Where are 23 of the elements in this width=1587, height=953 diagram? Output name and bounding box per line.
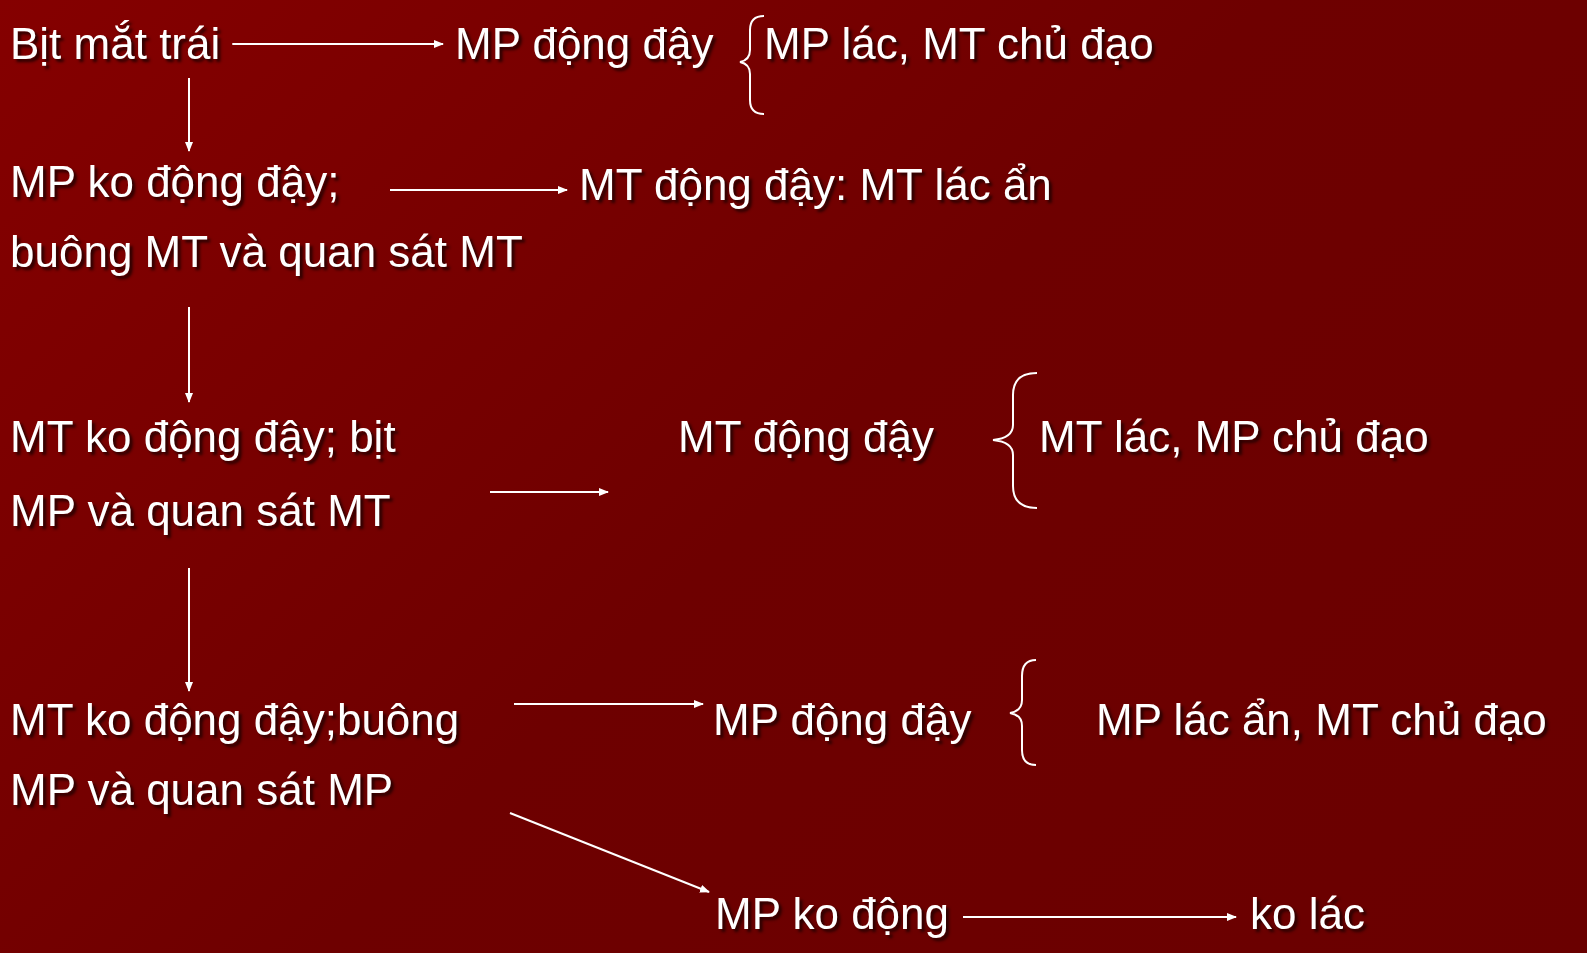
node-text: MP lác ẩn, MT chủ đạo [1096, 694, 1547, 746]
node-text: Bịt mắt trái [10, 18, 221, 70]
node-text: buông MT và quan sát MT [10, 226, 523, 278]
node-text: MP động đậy [455, 18, 714, 70]
node-text: MP ko động [715, 888, 949, 940]
arrow [231, 40, 444, 48]
node-text: MT động đậy [678, 411, 934, 463]
node-text: MT động đậy: MT lác ẩn [579, 159, 1052, 211]
arrow [185, 77, 193, 152]
node-text: MP lác, MT chủ đạo [764, 18, 1154, 70]
arrow [389, 186, 568, 194]
arrow [509, 812, 710, 893]
node-text: MT ko động đậy; bịt MP và quan sát MT [10, 411, 397, 537]
node-text: ko lác [1250, 888, 1365, 940]
node-text: MT lác, MP chủ đạo [1039, 411, 1429, 463]
arrow [185, 306, 193, 403]
node-text: MP ko động đậy; [10, 156, 341, 208]
arrow [962, 913, 1237, 921]
arrow [185, 567, 193, 692]
arrow [513, 700, 704, 708]
node-text: MT ko động đậy;buông MP và quan sát MP [10, 694, 461, 816]
node-text: MP động đậy [713, 694, 972, 746]
arrow [489, 488, 609, 496]
